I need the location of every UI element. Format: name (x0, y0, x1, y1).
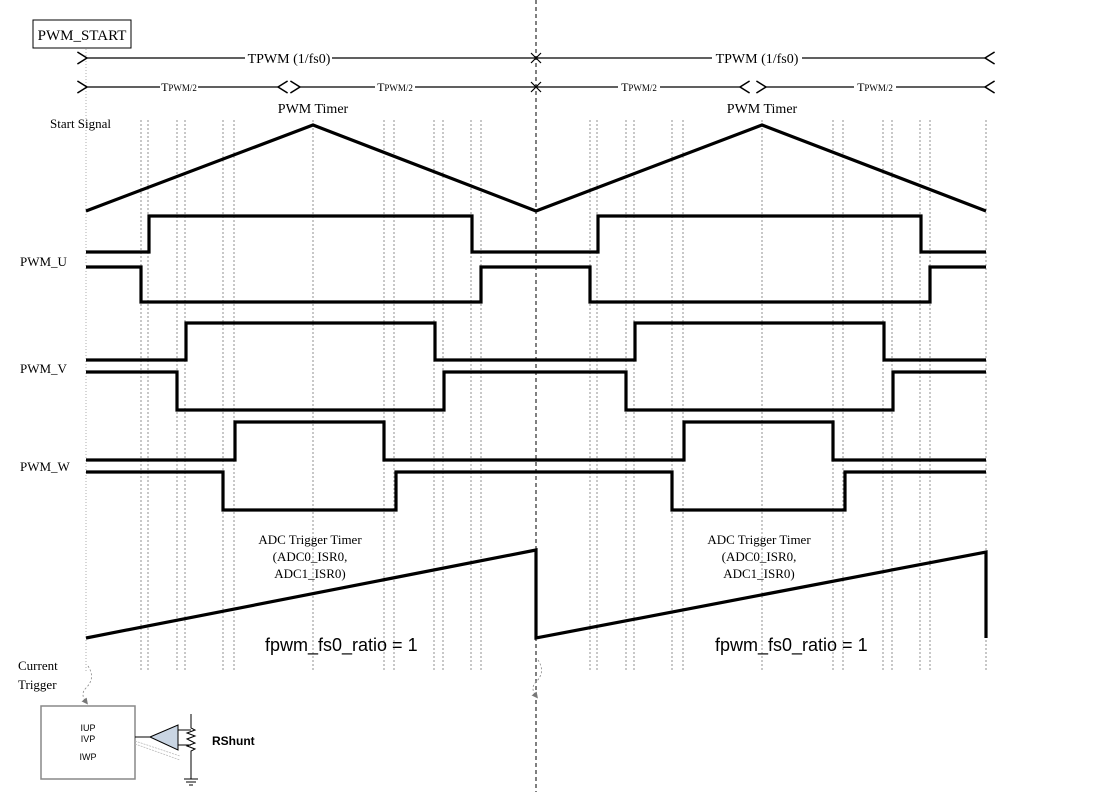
adc-timer-label-2: ADC Trigger Timer (ADC0_ISR0, ADC1_ISR0) (707, 532, 811, 581)
pwm-start-label: PWM_START (38, 28, 127, 44)
ratio-label: fpwm_fs0_ratio = 1 (715, 635, 868, 656)
pwm-waveforms (86, 214, 986, 512)
svg-text:(ADC0_ISR0,: (ADC0_ISR0, (273, 549, 348, 564)
amplifier-icon (134, 724, 191, 761)
adc-timer-label-1: ADC Trigger Timer (ADC0_ISR0, ADC1_ISR0) (258, 532, 362, 581)
timing-grid-lines (140, 120, 987, 672)
adc-input-iwp: IWP (80, 752, 97, 762)
period-dimension-1: TPWM (1/fs0) TPWM/2 TPWM/2 (87, 52, 542, 94)
half-period-label: TPWM/2 (161, 80, 197, 94)
signal-label-pwm-u: PWM_U (20, 254, 68, 269)
pwm-w-low-side (86, 470, 986, 512)
current-trigger-label: Current (18, 658, 58, 673)
adc-trigger-sawtooth (85, 548, 988, 640)
rshunt-label: RShunt (212, 734, 255, 748)
svg-text:ADC1_ISR0): ADC1_ISR0) (723, 566, 795, 581)
ratio-label: fpwm_fs0_ratio = 1 (265, 635, 418, 656)
signal-label-pwm-w: PWM_W (20, 459, 71, 474)
pwm-v-low-side (86, 370, 986, 412)
signal-label-pwm-v: PWM_V (20, 361, 68, 376)
half-period-label: TPWM/2 (621, 80, 657, 94)
half-period-label: TPWM/2 (377, 80, 413, 94)
pwm-start-box (32, 19, 132, 49)
period-label: TPWM (1/fs0) (716, 52, 799, 67)
svg-text:ADC1_ISR0): ADC1_ISR0) (274, 566, 346, 581)
pwm-timer-label: PWM Timer (727, 102, 798, 117)
pwm-timer-triangle (85, 123, 987, 213)
svg-text:(ADC0_ISR0,: (ADC0_ISR0, (722, 549, 797, 564)
svg-text:ADC Trigger Timer: ADC Trigger Timer (707, 532, 811, 547)
period-dimension-2: TPWM (1/fs0) TPWM/2 TPWM/2 (537, 52, 985, 94)
current-trigger-label: Trigger (18, 677, 57, 692)
pwm-timer-label: PWM Timer (278, 102, 349, 117)
start-signal-label: Start Signal (50, 116, 111, 131)
pwm-u-low-side (86, 265, 986, 304)
period-label: TPWM (1/fs0) (248, 52, 331, 67)
current-trigger-arrow (81, 665, 92, 705)
adc-input-iup: IUP (80, 723, 95, 733)
pwm-w-high-side (86, 420, 986, 462)
pwm-u-high-side (86, 214, 986, 254)
half-period-label: TPWM/2 (857, 80, 893, 94)
adc-input-ivp: IVP (81, 734, 96, 744)
pwm-v-high-side (86, 321, 986, 362)
adc-block (40, 705, 136, 780)
current-trigger-arrow (531, 659, 542, 699)
shunt-resistor-icon (184, 714, 198, 786)
svg-text:ADC Trigger Timer: ADC Trigger Timer (258, 532, 362, 547)
